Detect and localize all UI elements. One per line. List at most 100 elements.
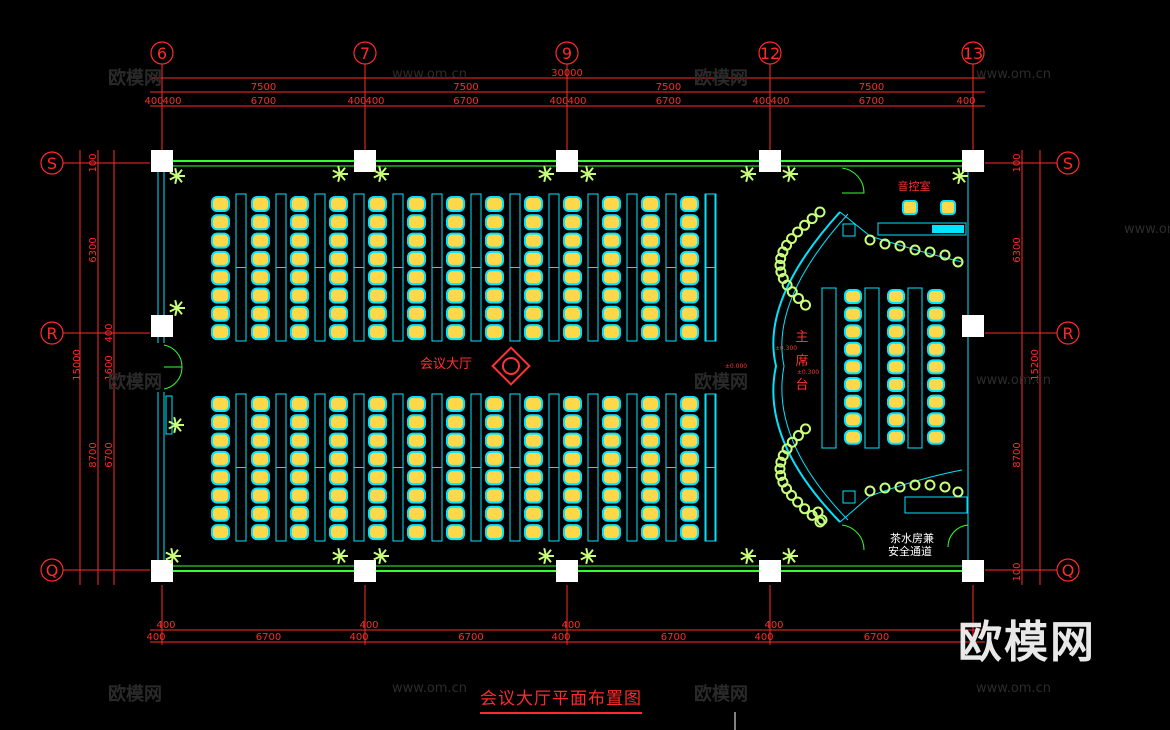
- chair: [251, 450, 270, 467]
- chair: [563, 324, 582, 341]
- chair: [641, 505, 660, 522]
- plant-icon: [538, 547, 554, 565]
- dim-column: 400: [365, 96, 384, 107]
- chair: [485, 414, 504, 431]
- door-swing: [163, 344, 183, 368]
- axis-label: 6: [157, 44, 167, 63]
- chair: [485, 232, 504, 249]
- hedge-shrub: [786, 436, 798, 448]
- chair: [524, 469, 543, 486]
- chair: [407, 324, 426, 341]
- chair: [329, 269, 348, 286]
- plant-icon: [538, 165, 554, 183]
- head-chair: [844, 394, 862, 410]
- chair: [524, 396, 543, 412]
- chair: [680, 396, 699, 412]
- chair: [211, 269, 230, 286]
- dim-right-total: 15200: [1030, 349, 1041, 381]
- chair: [407, 469, 426, 486]
- dim-column: 400: [347, 96, 366, 107]
- dim-edge: 100: [1012, 562, 1023, 581]
- chair: [407, 250, 426, 267]
- chair: [368, 214, 387, 231]
- dim-column: 400: [551, 632, 570, 643]
- chair: [446, 432, 465, 449]
- head-chair: [844, 412, 862, 428]
- plants: [165, 165, 968, 565]
- column: [759, 150, 781, 172]
- dim-edge: 100: [1012, 153, 1023, 172]
- chair: [407, 450, 426, 467]
- head-chair: [927, 412, 945, 428]
- door-swing: [841, 524, 865, 551]
- chair: [524, 232, 543, 249]
- chair: [251, 287, 270, 304]
- hedge-shrub: [864, 485, 876, 497]
- plant-icon: [580, 165, 596, 183]
- head-chair: [887, 394, 905, 410]
- chair: [524, 287, 543, 304]
- tea-room-label: 茶水房兼: [890, 532, 934, 545]
- dim-column: 400: [561, 620, 580, 631]
- chair: [680, 305, 699, 322]
- head-chair: [887, 341, 905, 357]
- chair: [407, 414, 426, 431]
- chair: [407, 524, 426, 541]
- dim-span: 7500: [251, 82, 276, 93]
- hedge-shrub: [909, 479, 921, 491]
- chair: [329, 469, 348, 486]
- chair: [485, 305, 504, 322]
- dim-edge: 100: [88, 153, 99, 172]
- door-swing: [841, 167, 865, 194]
- chair: [680, 196, 699, 212]
- chair: [485, 214, 504, 231]
- chair: [641, 324, 660, 341]
- chair: [602, 214, 621, 231]
- chair: [211, 305, 230, 322]
- chair: [211, 450, 230, 467]
- axis-label: 7: [360, 44, 370, 63]
- hedge-shrub: [786, 286, 798, 298]
- dim-net: 6700: [859, 96, 884, 107]
- chair: [251, 250, 270, 267]
- chair: [485, 287, 504, 304]
- chair: [251, 232, 270, 249]
- chair: [446, 232, 465, 249]
- chair: [368, 305, 387, 322]
- chair: [329, 450, 348, 467]
- chair: [290, 450, 309, 467]
- chair: [211, 396, 230, 412]
- chair: [524, 196, 543, 212]
- hedge-shrub: [792, 430, 804, 442]
- dim-left: 6700: [104, 442, 115, 467]
- head-chair: [844, 324, 862, 340]
- dim-net: 6700: [864, 632, 889, 643]
- plant-icon: [332, 165, 348, 183]
- chair: [602, 232, 621, 249]
- dim-net: 6700: [453, 96, 478, 107]
- chair: [329, 324, 348, 341]
- chair: [485, 505, 504, 522]
- dim-net: 6700: [256, 632, 281, 643]
- chair: [680, 414, 699, 431]
- chair: [524, 269, 543, 286]
- chair: [680, 269, 699, 286]
- chair: [211, 196, 230, 212]
- floor-emblem-center: [502, 357, 520, 375]
- plant-icon: [169, 167, 185, 185]
- column: [759, 560, 781, 582]
- dim-net: 6700: [458, 632, 483, 643]
- chair: [446, 450, 465, 467]
- chair: [641, 396, 660, 412]
- chair: [563, 469, 582, 486]
- chair: [485, 250, 504, 267]
- column: [556, 560, 578, 582]
- chair: [368, 469, 387, 486]
- stage-area: [772, 167, 969, 551]
- chair: [290, 324, 309, 341]
- chair: [602, 269, 621, 286]
- chair: [680, 505, 699, 522]
- control-desk: [877, 222, 967, 236]
